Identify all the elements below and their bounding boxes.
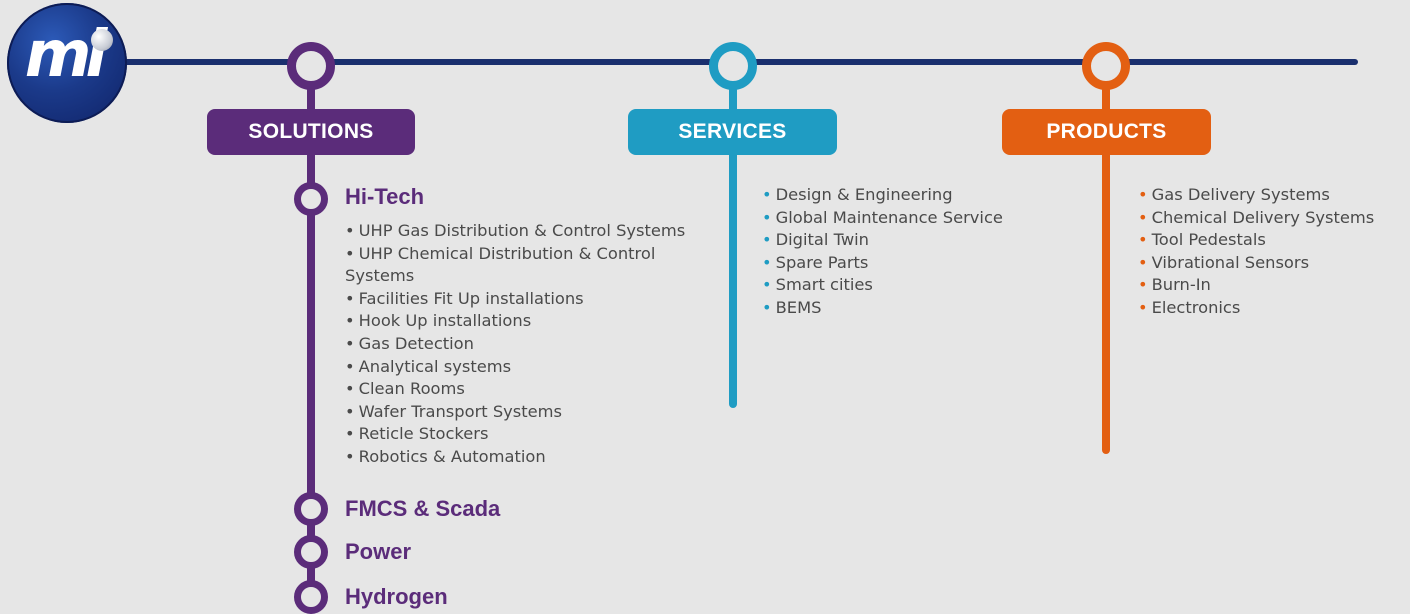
- hitech-node: [294, 182, 328, 216]
- products-stem: [1102, 86, 1110, 454]
- list-item: •Gas Detection: [345, 333, 474, 353]
- list-item: •UHP Chemical Distribution & Control Sys…: [345, 243, 656, 286]
- products-list: •Gas Delivery Systems •Chemical Delivery…: [1138, 184, 1374, 320]
- list-item: •Robotics & Automation: [345, 446, 546, 466]
- list-item: •Chemical Delivery Systems: [1138, 207, 1375, 227]
- hydrogen-node: [294, 580, 328, 614]
- power-node: [294, 535, 328, 569]
- list-item: •Gas Delivery Systems: [1138, 185, 1330, 204]
- list-item: •Wafer Transport Systems: [345, 401, 563, 421]
- list-item: •Global Maintenance Service: [762, 207, 1003, 227]
- list-item: •Burn-In: [1138, 275, 1211, 295]
- hitech-heading: Hi-Tech: [345, 184, 425, 209]
- services-list: •Design & Engineering •Global Maintenanc…: [762, 184, 1003, 320]
- products-label: PRODUCTS: [1002, 109, 1211, 155]
- solutions-timeline-node: [287, 42, 335, 90]
- list-item: •Hook Up installations: [345, 311, 532, 331]
- list-item: •BEMS: [762, 297, 822, 317]
- hydrogen-heading: Hydrogen: [345, 584, 448, 609]
- power-heading: Power: [345, 539, 412, 564]
- list-item: •Digital Twin: [762, 230, 869, 250]
- services-stem: [729, 86, 737, 408]
- hitech-list: •UHP Gas Distribution & Control Systems …: [345, 220, 730, 469]
- logo-dot: [91, 29, 113, 51]
- list-item: •UHP Gas Distribution & Control Systems: [345, 221, 686, 240]
- list-item: •Vibrational Sensors: [1138, 252, 1310, 272]
- products-timeline-node: [1082, 42, 1130, 90]
- services-timeline-node: [709, 42, 757, 90]
- company-logo: mi: [7, 3, 127, 123]
- list-item: •Smart cities: [762, 275, 873, 295]
- list-item: •Reticle Stockers: [345, 424, 489, 444]
- fmcs-node: [294, 492, 328, 526]
- list-item: •Clean Rooms: [345, 379, 465, 399]
- list-item: •Design & Engineering: [762, 185, 953, 204]
- list-item: •Electronics: [1138, 297, 1241, 317]
- list-item: •Tool Pedestals: [1138, 230, 1266, 250]
- services-label: SERVICES: [628, 109, 837, 155]
- list-item: •Analytical systems: [345, 356, 512, 376]
- fmcs-heading: FMCS & Scada: [345, 496, 501, 521]
- solutions-label: SOLUTIONS: [207, 109, 415, 155]
- list-item: •Spare Parts: [762, 252, 869, 272]
- list-item: •Facilities Fit Up installations: [345, 288, 584, 308]
- solutions-stem: [307, 86, 315, 604]
